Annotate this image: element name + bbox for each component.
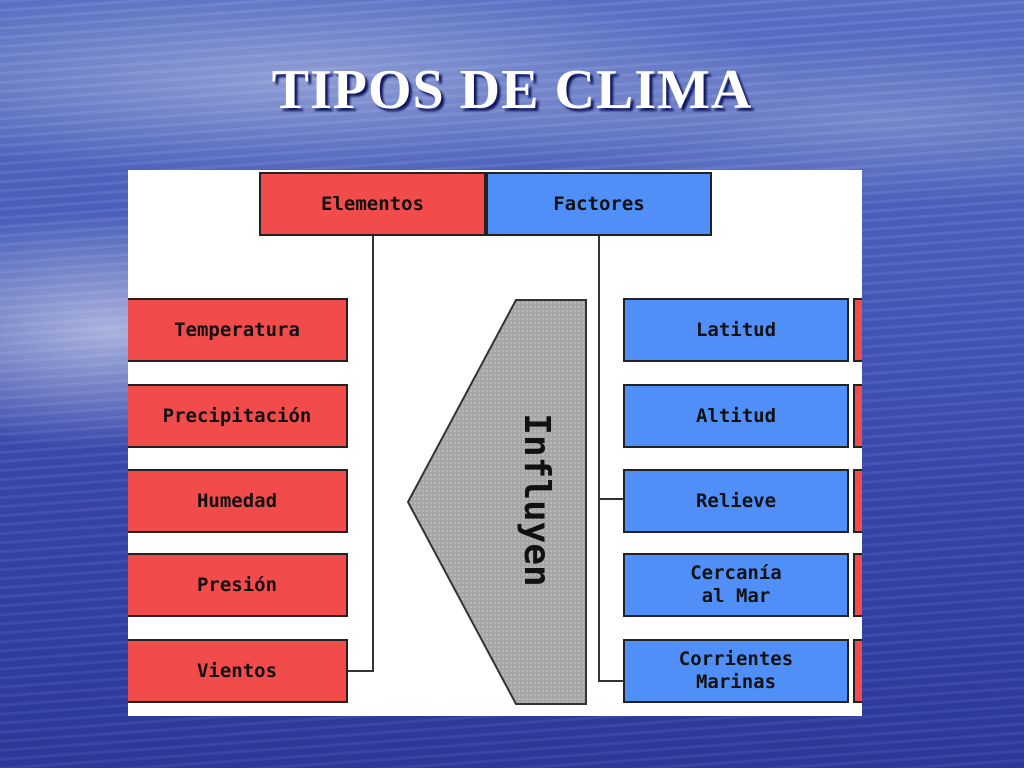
- factor-box: Altitud: [623, 384, 849, 448]
- factor-box: Cercanía al Mar: [623, 553, 849, 617]
- elemento-box: Presión: [128, 553, 348, 617]
- cropped-box: [853, 469, 862, 533]
- factores-connector-line: [598, 236, 600, 682]
- elemento-box: Precipitación: [128, 384, 348, 448]
- climate-diagram: Elementos Factores Temperatura Precipita…: [128, 170, 862, 716]
- influyen-arrow: [406, 299, 587, 705]
- factores-connector-end: [598, 680, 624, 682]
- cropped-box: [853, 384, 862, 448]
- elementos-connector-line: [372, 236, 374, 672]
- factor-box: Corrientes Marinas: [623, 639, 849, 703]
- factores-header: Factores: [486, 172, 712, 236]
- elementos-connector-end: [348, 670, 374, 672]
- elementos-header: Elementos: [259, 172, 486, 236]
- factor-box: Relieve: [623, 469, 849, 533]
- elemento-box: Humedad: [128, 469, 348, 533]
- cropped-box: [853, 553, 862, 617]
- influyen-label: Influyen: [516, 413, 557, 587]
- factor-box: Latitud: [623, 298, 849, 362]
- elemento-box: Temperatura: [128, 298, 348, 362]
- slide-title: TIPOS DE CLIMA: [271, 59, 753, 121]
- factores-connector-mid: [598, 498, 624, 500]
- cropped-box: [853, 639, 862, 703]
- cropped-box: [853, 298, 862, 362]
- elemento-box: Vientos: [128, 639, 348, 703]
